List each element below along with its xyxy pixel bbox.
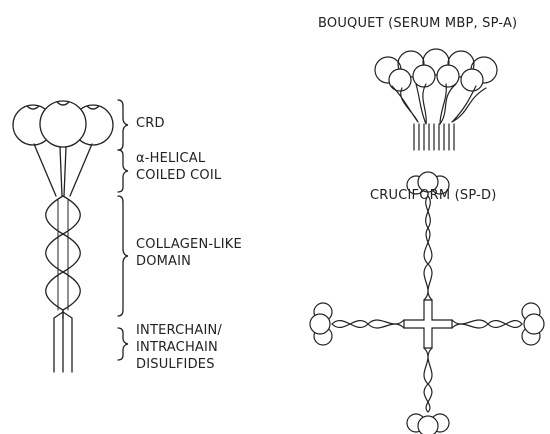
collagen-strand-a (46, 196, 81, 318)
brace-collagen (118, 196, 128, 316)
brace-disulfide (118, 328, 128, 360)
collagen-strand-b (46, 196, 81, 318)
label-helical-coiled-coil: α-HELICAL COILED COIL (136, 150, 221, 184)
label-collagen-line1: COLLAGEN-LIKE (136, 236, 242, 253)
cruciform-drawing (310, 172, 544, 434)
label-collagen-line2: DOMAIN (136, 253, 242, 270)
coiled-coil-right (70, 144, 92, 196)
label-helical-line1: α-HELICAL (136, 150, 221, 167)
label-disulfide-line3: DISULFIDES (136, 356, 222, 373)
coiled-coil-left (34, 144, 56, 196)
cruciform-title: CRUCIFORM (SP-D) (370, 186, 496, 205)
label-crd: CRD (136, 114, 165, 133)
label-disulfide-line1: INTERCHAIN/ (136, 322, 222, 339)
label-collagen-like-domain: COLLAGEN-LIKE DOMAIN (136, 236, 242, 270)
brace-helical (118, 150, 128, 192)
bouquet-title: BOUQUET (SERUM MBP, SP-A) (318, 14, 517, 33)
n-terminal-strands (54, 312, 72, 372)
crd-head-center (40, 101, 86, 147)
coiled-coil-mid (60, 147, 66, 196)
label-helical-line2: COILED COIL (136, 167, 221, 184)
brace-crd (118, 100, 128, 150)
bouquet-drawing (375, 49, 497, 150)
collagen-strand-c (58, 200, 68, 310)
label-disulfides: INTERCHAIN/ INTRACHAIN DISULFIDES (136, 322, 222, 373)
label-disulfide-line2: INTRACHAIN (136, 339, 222, 356)
